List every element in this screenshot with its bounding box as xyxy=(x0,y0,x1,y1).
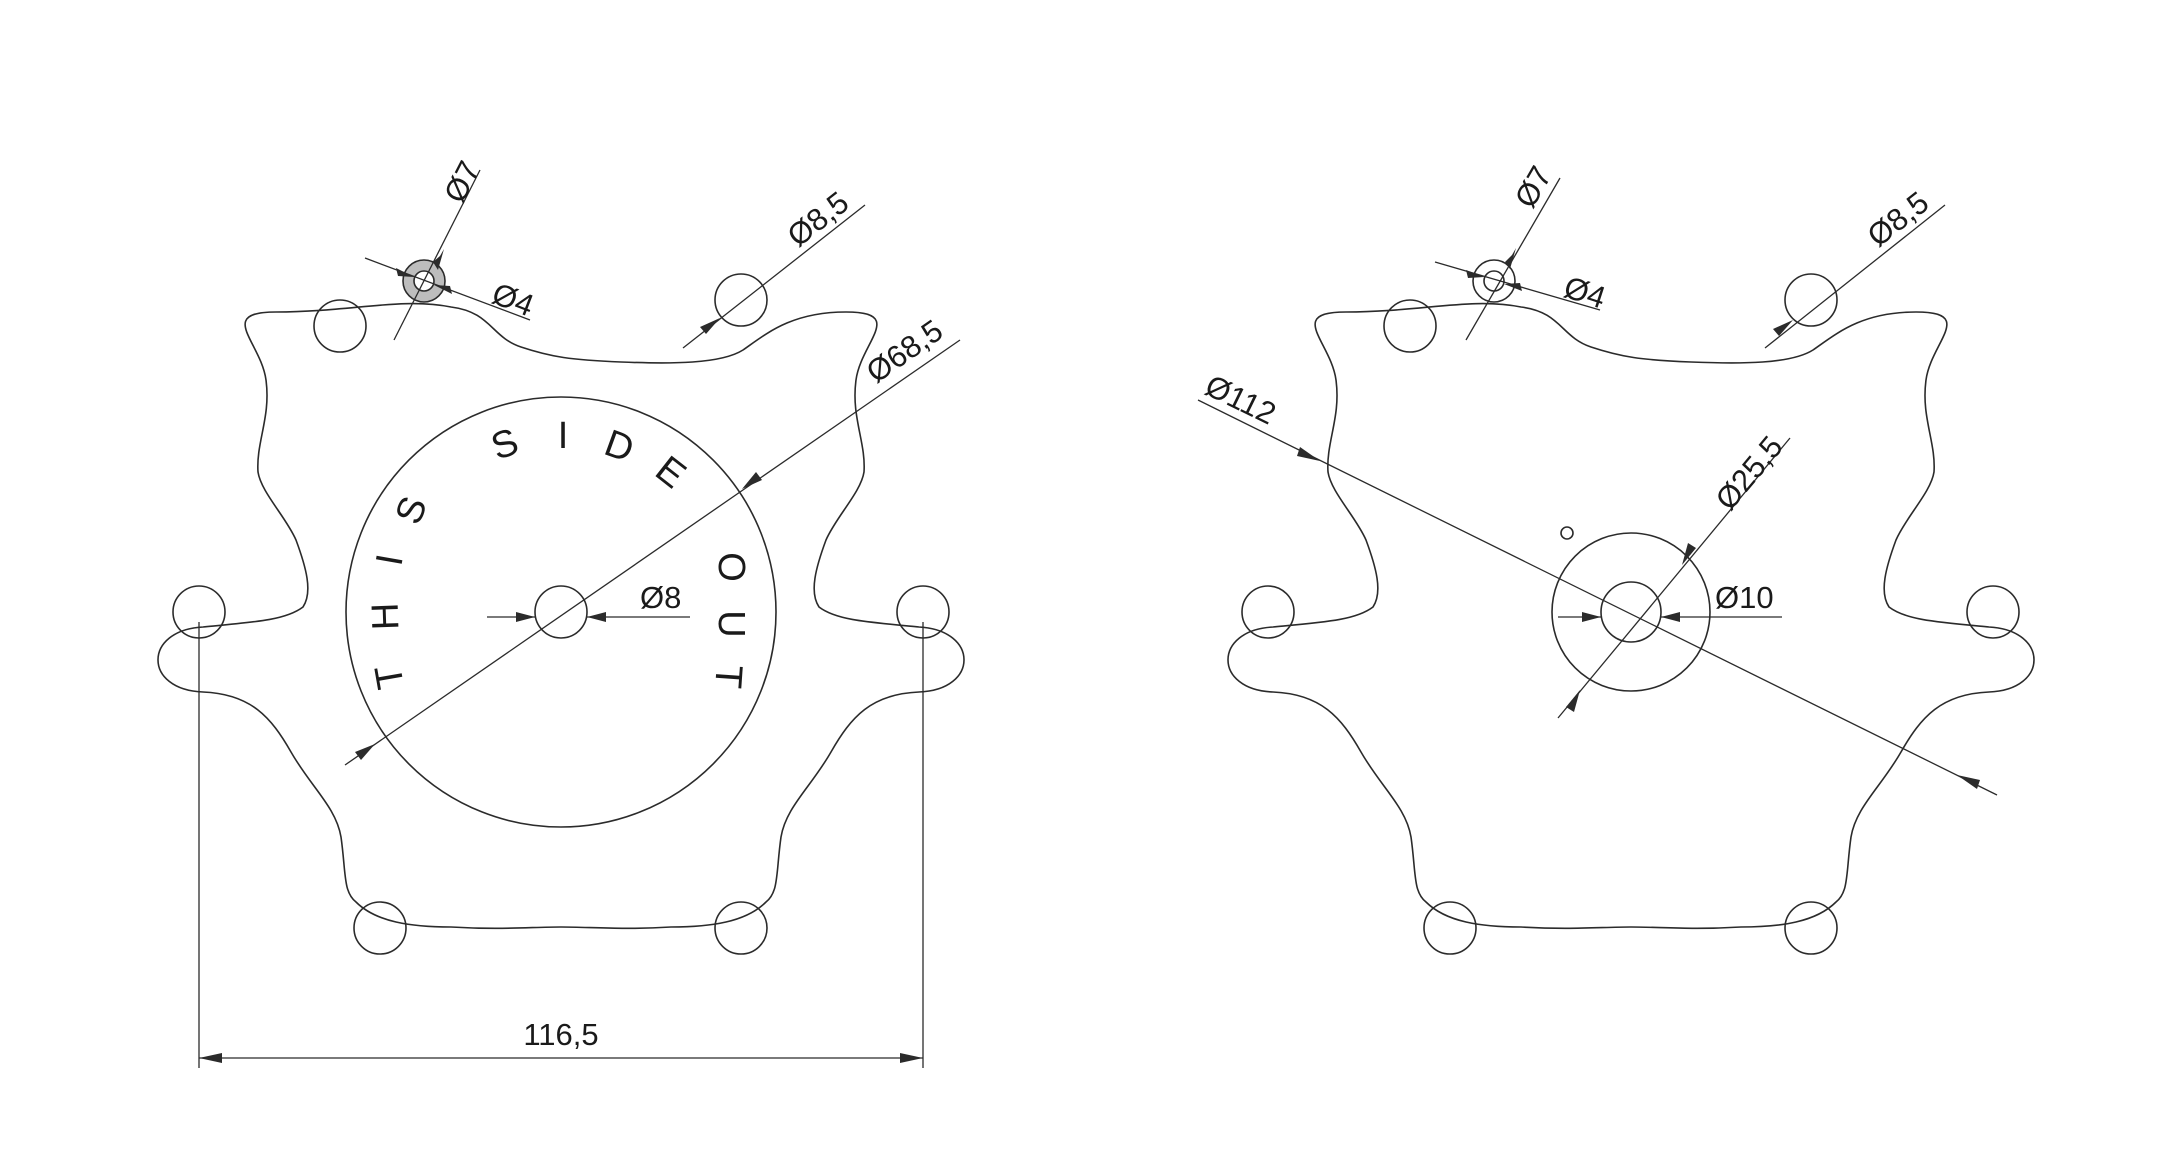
left-center-circle xyxy=(345,396,777,828)
stamp-letter-5: S xyxy=(486,421,524,469)
left-dim-bolt-hole: Ø8,5 xyxy=(682,185,866,349)
right-bolt-hole-bottom-right xyxy=(1784,901,1838,955)
left-center-hole xyxy=(534,585,588,639)
left-gasket: T H I S S I D E O U T Ø7 Ø4 xyxy=(157,155,965,1068)
stamp-letter-10: U xyxy=(710,610,752,637)
stamp-letter-2: H xyxy=(365,602,408,631)
right-dim-small-outer: Ø7 xyxy=(1465,160,1561,341)
left-bolt-hole-bottom-left xyxy=(353,901,407,955)
right-small-marker xyxy=(1560,526,1574,540)
stamp-letter-11: T xyxy=(706,664,750,690)
left-label-small-outer: Ø7 xyxy=(437,155,487,208)
right-label-small-inner: Ø4 xyxy=(1560,269,1610,315)
this-side-out-stamp: T H I S S I D E O U T xyxy=(365,415,752,692)
right-label-outer-diameter: Ø112 xyxy=(1200,368,1281,432)
left-dim-small-inner: Ø4 xyxy=(364,257,539,323)
stamp-letter-6: I xyxy=(558,415,569,457)
right-gasket: Ø7 Ø4 Ø8,5 Ø112 Ø25,5 xyxy=(1197,160,2035,955)
left-label-small-inner: Ø4 xyxy=(487,276,538,323)
stamp-letter-3: I xyxy=(369,551,412,569)
right-small-hole-ring xyxy=(1472,259,1516,303)
right-label-hub: Ø25,5 xyxy=(1709,429,1790,516)
stamp-letter-4: S xyxy=(388,491,436,530)
left-label-center-hole: Ø8 xyxy=(640,580,681,615)
left-bolt-hole-bottom-right xyxy=(714,901,768,955)
right-dim-center-hole: Ø10 xyxy=(1558,580,1782,622)
left-label-bolt-hole: Ø8,5 xyxy=(781,185,856,254)
left-label-hole-spacing: 116,5 xyxy=(523,1017,598,1052)
stamp-letter-1: T xyxy=(367,662,412,692)
right-dim-outer-diameter: Ø112 xyxy=(1197,368,1998,796)
left-dim-center-circle: Ø68,5 xyxy=(344,313,961,766)
right-bolt-hole-top-left xyxy=(1383,299,1437,353)
right-bolt-hole-bottom-left xyxy=(1423,901,1477,955)
stamp-letter-8: E xyxy=(647,448,693,497)
right-label-center-hole: Ø10 xyxy=(1715,580,1774,615)
right-label-small-outer: Ø7 xyxy=(1508,160,1559,213)
right-bolt-hole-top-right xyxy=(1784,273,1838,327)
right-bolt-hole-left xyxy=(1241,585,1295,639)
right-bolt-hole-right xyxy=(1966,585,2020,639)
stamp-letter-7: D xyxy=(599,422,639,471)
right-dim-hub: Ø25,5 xyxy=(1557,429,1791,719)
right-label-bolt-hole: Ø8,5 xyxy=(1861,185,1936,254)
right-center-hole xyxy=(1600,581,1662,643)
left-bolt-hole-top-left xyxy=(313,299,367,353)
left-dim-hole-spacing: 116,5 xyxy=(198,622,924,1068)
right-hub-circle xyxy=(1551,532,1711,692)
left-dim-center-hole: Ø8 xyxy=(487,580,690,622)
stamp-letter-9: O xyxy=(710,552,752,582)
left-bolt-hole-top-right xyxy=(714,273,768,327)
